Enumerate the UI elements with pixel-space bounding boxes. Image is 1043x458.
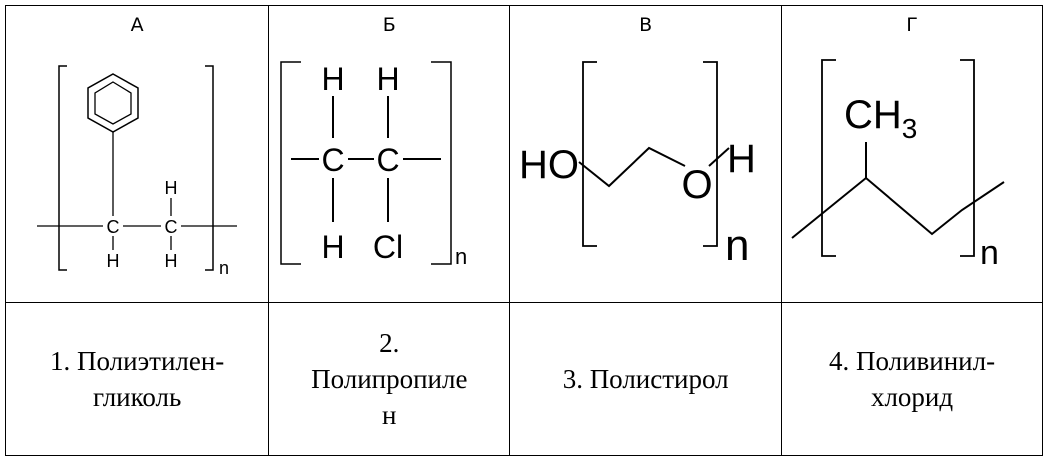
bracket-left <box>58 65 68 271</box>
letter-c: В <box>639 14 653 36</box>
atom-h-bottom-1: H <box>107 251 120 271</box>
structure-d-polypropylene: CH3 n <box>791 59 1005 272</box>
cell-a: А C C H H H n <box>4 5 270 303</box>
atom-h-2: H <box>377 61 400 97</box>
letter-d: Г <box>906 14 918 36</box>
bracket-left <box>581 61 597 247</box>
atom-h-1: H <box>322 61 345 97</box>
name-cell-1: 1. Полиэтилен- гликоль <box>4 302 270 456</box>
subscript-n: n <box>725 221 749 270</box>
cell-b: Б H H C C H Cl n <box>268 5 511 303</box>
atom-c2: C <box>377 142 400 178</box>
name-cell-3: 3. Полистирол <box>509 302 783 456</box>
atom-c1: C <box>322 142 345 178</box>
names-row: 1. Полиэтилен- гликоль 2. Полипропиле н … <box>4 302 1043 456</box>
bracket-right <box>960 59 975 257</box>
subscript-n: n <box>219 258 229 278</box>
atom-c1: C <box>107 217 120 237</box>
bond-o-h <box>707 147 730 167</box>
bracket-right <box>702 61 718 247</box>
letter-a: А <box>130 14 144 36</box>
atom-cl: Cl <box>373 229 403 265</box>
structure-a-polystyrene: C C H H H n <box>37 65 238 278</box>
polymer-name-2: 2. Полипропиле н <box>311 328 468 430</box>
bond-chain <box>578 146 686 188</box>
letter-b: Б <box>382 14 396 36</box>
bond-backbone <box>791 176 1005 239</box>
polymer-name-3: 3. Полистирол <box>562 364 729 394</box>
group-ch3: CH3 <box>844 93 917 144</box>
benzene-inner-ring <box>94 81 132 125</box>
structure-c-peg: HO O H n <box>519 61 756 270</box>
subscript-n: n <box>455 244 467 269</box>
matching-table: А C C H H H n <box>4 5 1043 456</box>
atom-o: O <box>681 163 712 207</box>
atom-c2: C <box>165 217 178 237</box>
bracket-left <box>821 59 837 257</box>
cell-c: В HO O H n <box>509 5 783 303</box>
polymer-name-1: 1. Полиэтилен- гликоль <box>50 346 225 412</box>
bracket-right <box>431 61 453 265</box>
bracket-left <box>280 61 302 265</box>
group-ho: HO <box>519 143 579 187</box>
atom-h: H <box>727 137 756 181</box>
subscript-n: n <box>980 234 999 272</box>
name-cell-4: 4. Поливинил- хлорид <box>781 302 1043 456</box>
name-cell-2: 2. Полипропиле н <box>268 302 511 456</box>
atom-h-bottom-2: H <box>165 251 178 271</box>
atom-h-3: H <box>322 229 345 265</box>
cell-d: Г CH3 n <box>781 5 1043 303</box>
structure-b-pvc: H H C C H Cl n <box>280 61 468 269</box>
atom-h-top: H <box>165 178 178 198</box>
structures-row: А C C H H H n <box>4 5 1043 303</box>
bracket-right <box>205 65 214 271</box>
polymer-name-4: 4. Поливинил- хлорид <box>828 346 996 412</box>
